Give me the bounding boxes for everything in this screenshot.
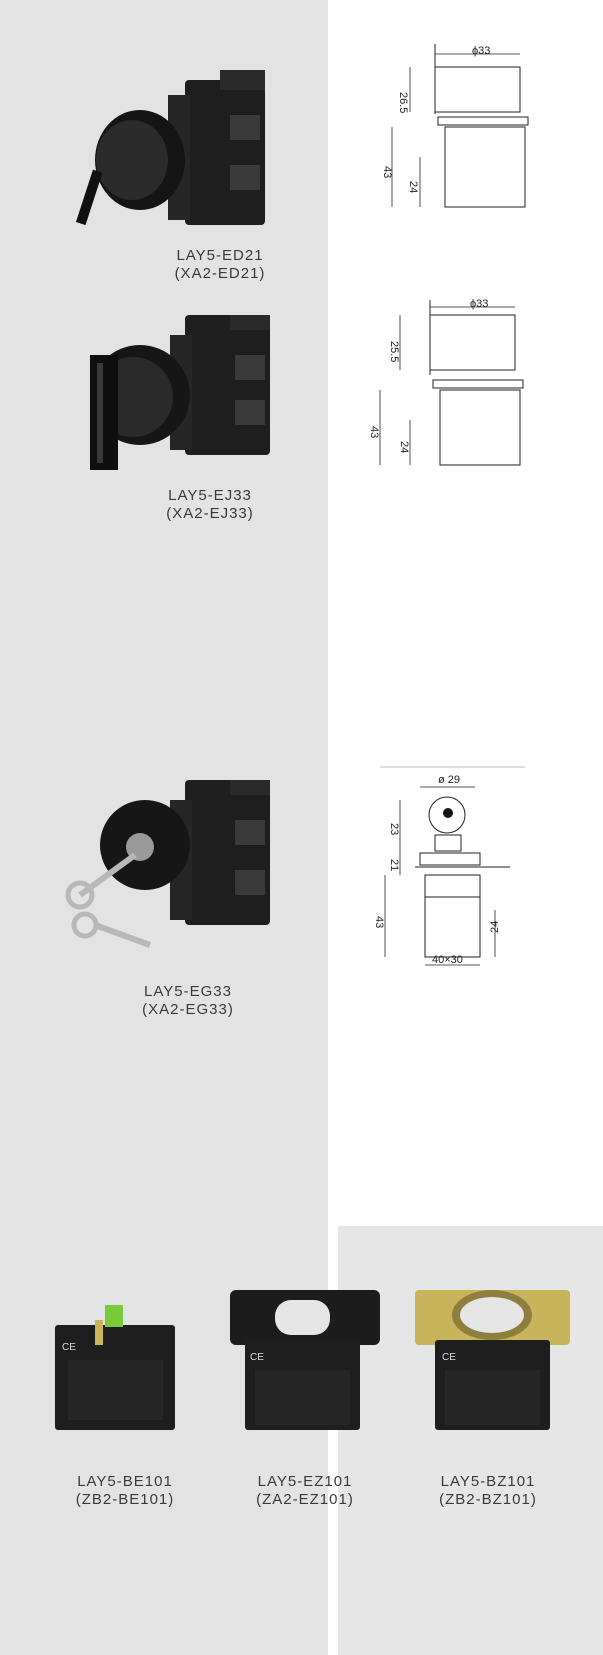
dim-diameter: ø 29 [438,774,460,786]
product-image-ed21 [75,70,265,226]
dim-total: 43 [381,166,393,178]
dim-diameter: ϕ33 [470,298,488,310]
model-code: LAY5-ED21 [176,247,264,264]
svg-text:CE: CE [250,1352,264,1363]
alt-code: (ZB2-BZ101) [439,1491,537,1508]
dimension-drawing-ed21: ϕ33 26.5 43 24 [381,44,529,208]
alt-code: (ZB2-BE101) [75,1491,175,1508]
caption-bz101: LAY5-BZ101 (ZB2-BZ101) [418,1473,558,1509]
caption-ej33: LAY5-EJ33 (XA2-EJ33) [140,487,280,523]
dim-lower: 24 [489,921,501,933]
model-code: LAY5-EZ101 [257,1473,353,1490]
dim-lower: 24 [407,181,419,193]
dim-top: 26.5 [397,92,409,113]
model-code: LAY5-BZ101 [440,1473,536,1490]
dim-mid: 21 [388,859,400,871]
caption-be101: LAY5-BE101 (ZB2-BE101) [55,1473,195,1509]
dimension-drawing-eg33: ø 29 23 21 43 24 40×30 [373,766,525,966]
dim-top: 25.5 [388,341,400,362]
caption-eg33: LAY5-EG33 (XA2-EG33) [118,983,258,1019]
dim-diameter: ϕ33 [472,45,490,57]
caption-ed21: LAY5-ED21 (XA2-ED21) [150,247,290,283]
alt-code: (ZA2-EZ101) [256,1491,354,1508]
svg-text:CE: CE [442,1352,456,1363]
model-code: LAY5-EJ33 [168,487,252,504]
accessory-image-be101: CE [55,1305,175,1430]
dim-total: 43 [373,916,385,928]
accessory-image-ez101: CE [230,1290,380,1430]
alt-code: (XA2-ED21) [174,265,266,282]
dim-total: 43 [368,426,380,438]
model-code: LAY5-EG33 [144,983,232,1000]
caption-ez101: LAY5-EZ101 (ZA2-EZ101) [235,1473,375,1509]
product-image-ej33 [90,315,270,470]
dim-lower: 24 [398,441,410,453]
model-code: LAY5-BE101 [77,1473,173,1490]
dimension-drawing-ej33: ϕ33 25.5 43 24 [368,298,524,466]
svg-text:CE: CE [62,1342,76,1353]
dim-top: 23 [388,823,400,835]
alt-code: (XA2-EJ33) [166,505,254,522]
alt-code: (XA2-EG33) [142,1001,234,1018]
accessory-image-bz101: CE [415,1290,570,1430]
dim-base: 40×30 [432,954,463,966]
product-image-eg33 [65,780,270,948]
